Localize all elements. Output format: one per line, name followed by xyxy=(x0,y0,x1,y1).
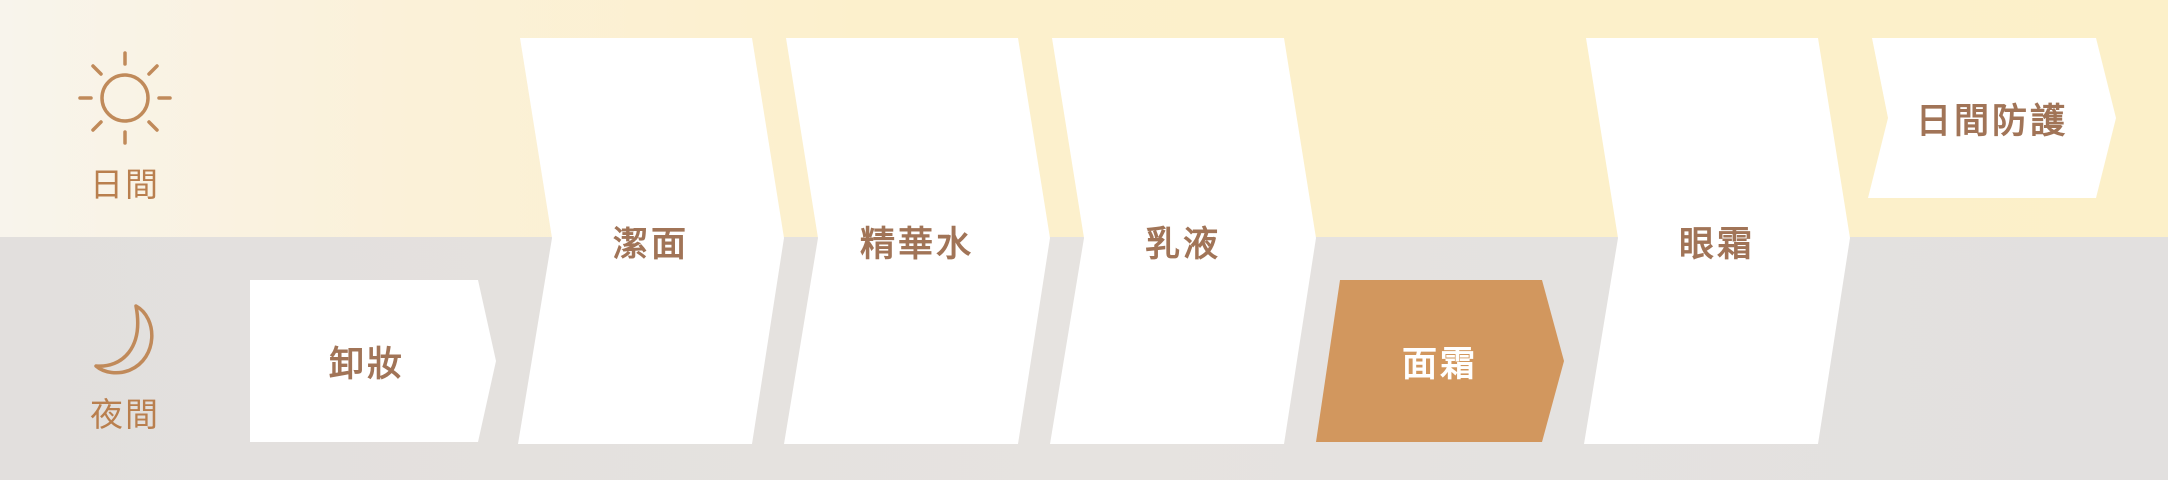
step-cleanser-label: 潔面 xyxy=(612,224,689,265)
day-row-label: 日間 xyxy=(90,165,160,204)
step-makeup-removal-label: 卸妝 xyxy=(328,344,405,385)
step-makeup-removal: 卸妝 xyxy=(250,280,496,442)
step-cleanser: 潔面 xyxy=(518,38,784,444)
step-lotion-label: 乳液 xyxy=(1144,224,1221,265)
step-eye-cream-label: 眼霜 xyxy=(1678,224,1755,265)
step-day-protection: 日間防護 xyxy=(1868,38,2116,198)
step-cream-label: 面霜 xyxy=(1401,344,1478,385)
step-day-protection-label: 日間防護 xyxy=(1915,101,2068,142)
step-essence-label: 精華水 xyxy=(859,224,974,265)
step-cream: 面霜 xyxy=(1316,280,1564,442)
moon-icon xyxy=(94,304,154,375)
sun-icon xyxy=(78,51,172,145)
step-lotion: 乳液 xyxy=(1050,38,1316,444)
step-essence: 精華水 xyxy=(784,38,1050,444)
night-row-label: 夜間 xyxy=(90,395,160,434)
step-eye-cream: 眼霜 xyxy=(1584,38,1850,444)
